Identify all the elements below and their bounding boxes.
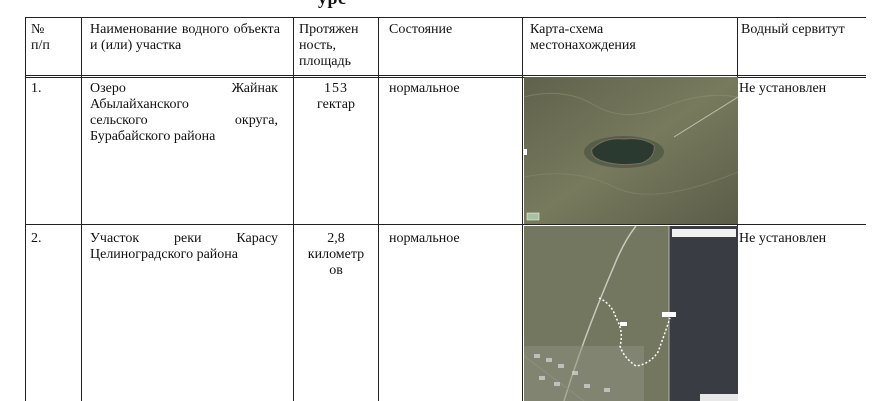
row2-name: Участок реки Карасу Целиноградского райо…: [90, 231, 278, 263]
row2-name-word: реки: [173, 231, 202, 246]
row1-state: нормальное: [389, 81, 460, 96]
header-num: № п/п: [31, 22, 71, 54]
row2-extent-value: 2,8: [327, 231, 345, 246]
row1-extent-unit: гектар: [317, 97, 355, 112]
row2-extent-unit-end: ов: [329, 263, 343, 278]
row1-extent-value: 153: [324, 81, 348, 96]
row1-name-line: Абылайханского: [90, 97, 189, 112]
row2-map-image: [524, 226, 738, 401]
row1-name-word: Жайнак: [231, 81, 278, 96]
header-map: Карта-схема местонахождения: [530, 22, 636, 53]
row2-servitude: Не установлен: [739, 231, 827, 246]
row1-name-word: округа,: [234, 113, 278, 128]
row2-name-word: Карасу: [236, 231, 278, 246]
header-servitude: Водный сервитут: [741, 22, 845, 37]
row1-num: 1.: [31, 81, 42, 96]
header-num-text: № п/п: [31, 22, 50, 53]
row1-name-line: Бурабайского района: [90, 129, 216, 144]
row1-map-image: [524, 77, 738, 224]
row2-extent: 2,8 километр ов: [294, 231, 378, 279]
header-state: Состояние: [389, 22, 453, 37]
row2-name-word: Участок: [90, 231, 140, 246]
row2-num: 2.: [31, 231, 42, 246]
header-name: Наименование водного объекта и (или) уча…: [90, 22, 280, 53]
header-extent: Протяжен ность, площадь: [299, 22, 359, 69]
page-heading-fragment: урс: [318, 0, 347, 9]
row1-extent: 153 гектар: [294, 81, 378, 113]
row1-name: Озеро Жайнак Абылайханского сельского ок…: [90, 81, 278, 145]
row1-servitude: Не установлен: [739, 81, 827, 96]
row1-name-word: Озеро: [90, 81, 126, 96]
row1-name-word: сельского: [90, 113, 148, 128]
row2-name-line: Целиноградского района: [90, 247, 238, 262]
row2-state: нормальное: [389, 231, 460, 246]
row2-extent-unit: километр: [307, 247, 365, 262]
